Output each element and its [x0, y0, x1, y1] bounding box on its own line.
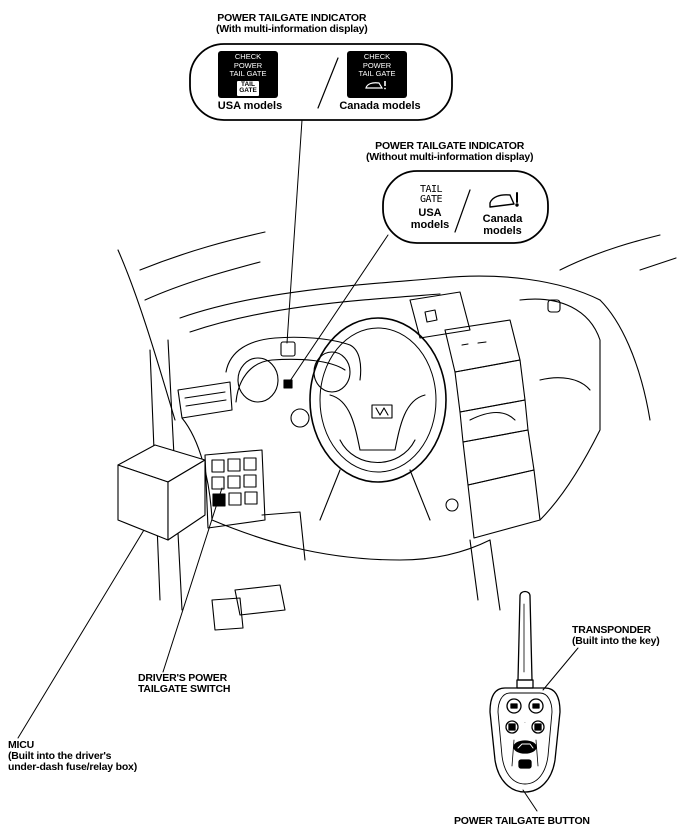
indicator-bubble-with-mid [189, 43, 453, 121]
switch-panel [204, 449, 266, 529]
tailgate-symbol-usa: TAIL GATE [419, 184, 443, 205]
drivers-switch-label: DRIVER'S POWER TAILGATE SWITCH [138, 672, 231, 695]
usa-models-label: USA models [217, 100, 283, 112]
micu-label: MICU (Built into the driver's under-dash… [8, 739, 137, 773]
micu-box [117, 444, 206, 541]
indicator-bubble-without-mid [382, 170, 549, 244]
usa-models-label-2: USA models [410, 207, 450, 231]
indicator-without-mid-title: POWER TAILGATE INDICATOR (Without multi-… [366, 140, 534, 163]
tailgate-warning-icon [365, 80, 386, 89]
canada-mid-display: CHECK POWER TAIL GATE [347, 51, 407, 98]
usa-mid-display: CHECK POWER TAIL GATE TAIL GATE [218, 51, 278, 98]
canada-models-label: Canada models [339, 100, 421, 112]
svg-text:·: · [524, 720, 526, 726]
indicator-with-mid-title: POWER TAILGATE INDICATOR (With multi-inf… [216, 12, 368, 35]
panic-icon [518, 759, 532, 769]
dashboard-outline [117, 231, 677, 631]
key-fob: · [489, 590, 561, 793]
tailgate-warning-icon [489, 192, 519, 208]
unlock-icon [528, 698, 544, 714]
sliding-door-icon [505, 720, 545, 734]
tailgate-badge: TAIL GATE [237, 80, 259, 96]
canada-models-label-2: Canada models [482, 213, 523, 237]
transponder-label: TRANSPONDER (Built into the key) [572, 624, 660, 647]
power-tailgate-button-label: POWER TAILGATE BUTTON [454, 815, 590, 827]
lock-icon [506, 698, 522, 714]
tailgate-icon[interactable] [513, 740, 537, 754]
